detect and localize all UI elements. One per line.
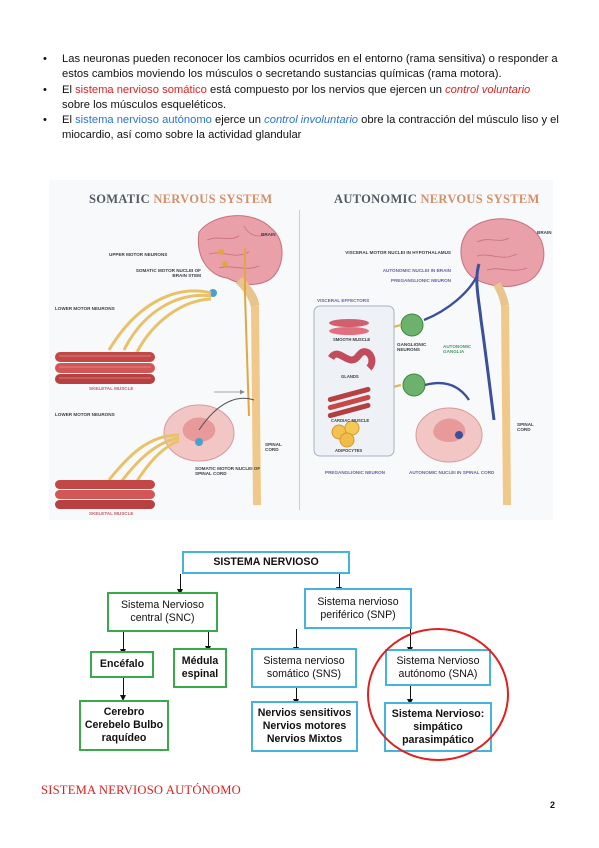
label-somatic-motor-nuclei-spinal: SOMATIC MOTOR NUCLEI OF SPINAL CORD bbox=[195, 466, 261, 477]
arrow bbox=[292, 688, 299, 705]
label-preganglionic-neuron: PREGANGLIONIC NEURON bbox=[391, 278, 451, 283]
somatic-spinal-cord bbox=[251, 305, 261, 506]
bullet-neurons: • Las neuronas pueden reconocer los camb… bbox=[40, 52, 560, 83]
box-encefalo-parts: Cerebro Cerebelo Bulbo raquídeo bbox=[79, 700, 169, 751]
arrow bbox=[292, 629, 299, 653]
illustration-art bbox=[55, 215, 545, 509]
label-lower-motor-neurons: LOWER MOTOR NEURONS bbox=[55, 306, 115, 311]
page-number: 2 bbox=[550, 800, 556, 810]
bullet-dot: • bbox=[43, 114, 47, 127]
bullet-dot: • bbox=[43, 83, 47, 96]
box-encefalo: Encéfalo bbox=[90, 651, 154, 678]
bullet-text: Las neuronas pueden reconocer los cambio… bbox=[62, 53, 558, 81]
label-lower-motor-neurons: LOWER MOTOR NEURONS bbox=[55, 412, 115, 417]
label-brain: BRAIN bbox=[261, 232, 276, 237]
label-skeletal-muscle: SKELETAL MUSCLE bbox=[89, 511, 134, 516]
arrow bbox=[119, 632, 126, 655]
glands-icon bbox=[328, 348, 376, 371]
box-sns-parts: Nervios sensitivos Nervios motores Nervi… bbox=[251, 701, 358, 752]
bullet-text-post: obre la contracción del músculo liso y e… bbox=[62, 114, 559, 142]
label-skeletal-muscle: SKELETAL MUSCLE bbox=[89, 386, 134, 391]
box-sns: Sistema nervioso somático (SNS) bbox=[251, 648, 357, 688]
skeletal-muscle-bottom bbox=[55, 480, 155, 509]
somatic-brainstem bbox=[235, 276, 260, 307]
label-upper-motor-neurons: UPPER MOTOR NEURONS bbox=[109, 252, 168, 257]
bullet-text-mid: ejerce un bbox=[211, 114, 265, 127]
arrow bbox=[204, 632, 211, 652]
term-involuntary: control involuntario bbox=[264, 114, 359, 127]
autonomic-ganglion-bottom bbox=[402, 373, 426, 397]
box-medula-espinal: Médula espinal bbox=[173, 648, 227, 688]
label-autonomic-ganglia: AUTONOMIC GANGLIA bbox=[443, 344, 472, 355]
highlight-circle bbox=[367, 628, 509, 761]
smooth-muscle-icon bbox=[329, 319, 369, 335]
nervous-system-illustration: SOMATIC NERVOUS SYSTEM AUTONOMIC NERVOUS… bbox=[49, 180, 553, 520]
somatic-title: SOMATIC NERVOUS SYSTEM bbox=[89, 192, 273, 206]
spinal-cross-section bbox=[163, 404, 235, 462]
label-visceral-effectors: VISCERAL EFFECTORS bbox=[317, 298, 370, 303]
autonomic-brain bbox=[460, 218, 545, 287]
somatic-brain bbox=[197, 215, 283, 285]
arrow bbox=[176, 574, 183, 595]
panel-divider bbox=[299, 210, 300, 510]
bullet-text-pre: El bbox=[62, 83, 76, 96]
label-autonomic-nuclei-brain: AUTONOMIC NUCLEI IN BRAIN bbox=[382, 268, 451, 273]
box-snc: Sistema Nervioso central (SNC) bbox=[107, 592, 218, 632]
bullet-text-post: sobre los músculos esqueléticos. bbox=[62, 98, 227, 111]
label-spinal-cord: SPINAL CORD bbox=[265, 442, 282, 453]
label-ganglionic-neurons: GANGLIONIC NEURONS bbox=[397, 342, 427, 353]
label-preganglionic-neuron: PREGANGLIONIC NEURON bbox=[325, 470, 385, 475]
autonomic-title: AUTONOMIC NERVOUS SYSTEM bbox=[334, 192, 540, 206]
label-glands: GLANDS bbox=[341, 374, 359, 379]
autonomic-spinal-cord bbox=[501, 305, 511, 506]
bullet-text-pre: El bbox=[62, 114, 76, 127]
label-cardiac-muscle: CARDIAC MUSCLE bbox=[331, 418, 370, 423]
term-autonomic: sistema nervioso autónomo bbox=[75, 114, 212, 127]
label-smooth-muscle: SMOOTH MUSCLE bbox=[333, 337, 371, 342]
label-adipocytes: ADIPOCYTES bbox=[335, 448, 363, 453]
term-voluntary: control voluntario bbox=[445, 83, 531, 96]
bullet-dot: • bbox=[43, 53, 47, 65]
autonomic-ganglion-top bbox=[400, 313, 424, 337]
section-title: SISTEMA NERVIOSO AUTÓNOMO bbox=[41, 783, 241, 797]
autonomic-spinal-cross-section bbox=[415, 407, 483, 463]
term-somatic: sistema nervioso somático bbox=[75, 83, 207, 96]
label-autonomic-nuclei-spinal: AUTONOMIC NUCLEI IN SPINAL CORD bbox=[409, 470, 495, 475]
cardiac-muscle-icon bbox=[327, 386, 371, 419]
skeletal-muscle-top bbox=[55, 352, 155, 384]
label-motor-nuclei-brainstem: SOMATIC MOTOR NUCLEI OF BRAIN STEM bbox=[135, 268, 201, 279]
bullet-autonomic: • El sistema nervioso autónomo ejerce un… bbox=[40, 113, 560, 144]
arrow bbox=[119, 678, 126, 701]
adipocytes-icon bbox=[331, 420, 360, 448]
box-snp: Sistema nervioso periférico (SNP) bbox=[304, 588, 412, 629]
intro-bullets: • Las neuronas pueden reconocer los camb… bbox=[40, 52, 560, 144]
label-brain: BRAIN bbox=[537, 230, 552, 235]
label-visceral-motor-nuclei: VISCERAL MOTOR NUCLEI IN HYPOTHALAMUS bbox=[345, 250, 451, 255]
visceral-effectors-box bbox=[313, 305, 395, 457]
bullet-text-mid: está compuesto por los nervios que ejerc… bbox=[206, 83, 446, 96]
bullet-somatic: • El sistema nervioso somático está comp… bbox=[40, 83, 560, 114]
arrow bbox=[335, 574, 342, 593]
box-sistema-nervioso: SISTEMA NERVIOSO bbox=[182, 551, 350, 574]
label-spinal-cord: SPINAL CORD bbox=[517, 422, 534, 433]
